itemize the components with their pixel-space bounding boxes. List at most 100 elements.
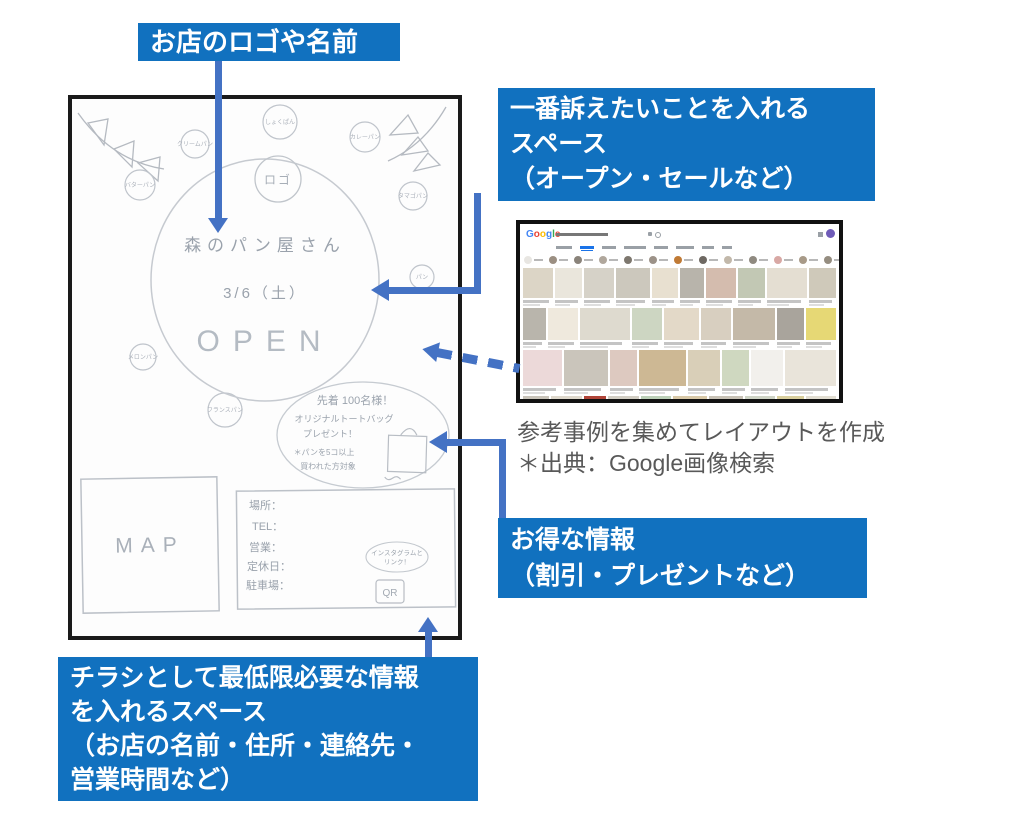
thumbnail [744, 396, 776, 399]
svg-text:カレーパン: カレーパン [350, 134, 380, 141]
arrow-required-head [418, 617, 438, 632]
thumbnail [708, 396, 743, 399]
reference-caption-line1: 参考事例を集めてレイアウトを作成 [517, 419, 885, 445]
thumbnail [616, 268, 650, 306]
label-required-info: チラシとして最低限必要な情報 を入れるスペース （お店の名前・住所・連絡先・ 営… [58, 657, 478, 801]
arrow-message-head [371, 279, 389, 301]
filter-chip [674, 256, 693, 264]
thumbnail [777, 396, 804, 399]
filter-chip [749, 256, 768, 264]
arrow-logo-shaft [215, 61, 222, 219]
thumbnail [551, 396, 582, 399]
filter-chip [724, 256, 743, 264]
instagram-cloud-line2: リンク！ [384, 558, 410, 566]
thumbnail [609, 350, 638, 394]
thumbnail [639, 350, 687, 394]
reference-caption-line2: ＊出典：Google画像検索 [517, 450, 776, 476]
thumbnail [751, 350, 783, 394]
info-box: 場所： TEL： 営業： 定休日： 駐車場： インスタグラムと リンク！ QR [235, 488, 457, 610]
tote-bag-icon [384, 427, 428, 481]
google-image-search-screenshot: Google [516, 220, 843, 403]
filter-chip [549, 256, 568, 264]
arrow-message-hshaft [388, 287, 481, 294]
instagram-cloud [365, 541, 429, 573]
filter-chips [520, 252, 839, 268]
arrow-deal-hshaft [446, 439, 506, 446]
thumbnail [547, 308, 579, 348]
thumbnail-grid [520, 268, 839, 399]
apps-grid-icon [818, 232, 823, 237]
filter-chip [649, 256, 668, 264]
label-deal-info: お得な情報 （割引・プレゼントなど） [498, 518, 867, 598]
svg-text:クリームパン: クリームパン [177, 141, 213, 148]
qr-label: QR [383, 588, 398, 599]
thumbnail-row [520, 350, 839, 394]
svg-text:駐車場：: 駐車場： [246, 578, 290, 592]
thumbnail-row [520, 396, 839, 399]
filter-chip [599, 256, 618, 264]
arrow-deal-head [429, 431, 447, 453]
thumbnail [523, 396, 550, 399]
svg-text:先着 100名様！: 先着 100名様！ [317, 393, 393, 407]
google-logo-letter: g [546, 229, 553, 240]
bread-circle-labels: クリームパン しょくぱん バターパン カレーパン タマゴパン パン メロンパン … [125, 119, 428, 414]
thumbnail [583, 268, 615, 306]
thumbnail [523, 268, 554, 306]
filter-chip [824, 256, 839, 264]
avatar [826, 229, 835, 238]
thumbnail [564, 350, 608, 394]
thumbnail-row [520, 268, 839, 306]
arrow-logo-head [208, 218, 228, 233]
svg-text:場所：: 場所： [249, 499, 282, 512]
logo-placeholder-label: ロゴ [264, 172, 292, 187]
thumbnail [805, 308, 837, 348]
google-logo-letter: G [526, 229, 534, 240]
thumbnail [583, 396, 607, 399]
thumbnail [680, 268, 704, 306]
arrow-deal-vshaft [499, 441, 506, 518]
label-main-message: 一番訴えたいことを入れる スペース （オープン・セールなど） [498, 88, 875, 201]
arrow-required-shaft [425, 632, 432, 657]
main-circle [150, 158, 380, 402]
thumbnail [776, 308, 804, 348]
svg-text:買われた方対象: 買われた方対象 [300, 461, 356, 471]
thumbnail-row [520, 308, 839, 348]
campaign-bubble-text: 先着 100名様！ オリジナルトートバッグ プレゼント！ ＊パンを5コ以上 買わ… [294, 393, 394, 471]
google-logo-letter: l [552, 229, 555, 240]
thumbnail [608, 396, 639, 399]
google-logo-letter: o [533, 229, 540, 240]
svg-text:パン: パン [416, 274, 428, 281]
thumbnail [688, 350, 720, 394]
instagram-cloud-line1: インスタグラムと [371, 548, 423, 557]
thumbnail [523, 350, 563, 394]
filter-chip [624, 256, 643, 264]
thumbnail [784, 350, 836, 394]
thumbnail [721, 350, 750, 394]
search-query-bar [556, 233, 608, 236]
arrow-message-vshaft [474, 193, 481, 291]
flyer-drawing: クリームパン しょくぱん バターパン カレーパン タマゴパン パン メロンパン … [77, 104, 457, 614]
map-box: MAP [80, 476, 220, 614]
thumbnail [640, 396, 671, 399]
search-tabs [520, 243, 839, 252]
flyer-sketch: クリームパン しょくぱん バターパン カレーパン タマゴパン パン メロンパン … [68, 95, 462, 640]
camera-icon [648, 232, 652, 236]
search-tab [702, 246, 714, 249]
open-date-text: 3/6（土） [223, 285, 307, 302]
bread-circles [124, 104, 435, 428]
map-label: MAP [115, 533, 185, 557]
thumbnail [672, 396, 707, 399]
campaign-bubble [276, 381, 450, 489]
thumbnail [766, 268, 808, 306]
open-text: OPEN [196, 325, 333, 358]
search-tab [556, 246, 572, 249]
filter-chip [799, 256, 818, 264]
thumbnail [523, 308, 546, 348]
thumbnail [555, 268, 582, 306]
svg-text:タマゴパン: タマゴパン [398, 192, 428, 200]
search-tab [676, 246, 694, 249]
info-box-lines: 場所： TEL： 営業： 定休日： 駐車場： [246, 499, 291, 592]
filter-chip [524, 256, 543, 264]
svg-text:バターパン: バターパン [125, 181, 155, 189]
